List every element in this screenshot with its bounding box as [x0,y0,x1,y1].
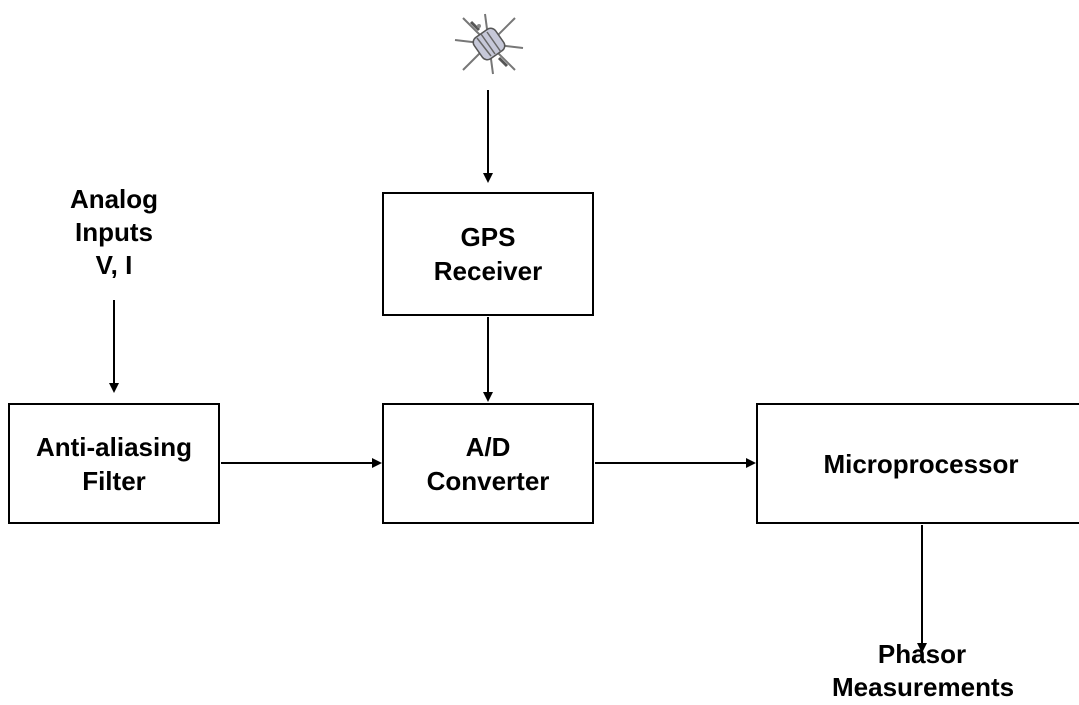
satellite-icon [454,13,524,75]
phasor-label-line-1: Phasor [877,639,967,669]
analog-label-line-2: Inputs [75,217,153,247]
microprocessor-block: Microprocessor [756,403,1079,524]
anti-aliasing-filter-block: Anti-aliasing Filter [8,403,220,524]
analog-label-line-1: Analog [69,184,159,214]
ad-converter-block: A/D Converter [382,403,594,524]
adc-block-line-2: Converter [426,465,550,496]
adc-block-line-1: A/D [465,431,511,462]
gps-block-line-2: Receiver [433,256,543,286]
micro-block-line-1: Microprocessor [823,448,1019,479]
gps-block-line-1: GPS [460,222,516,252]
phasor-label-line-2: Measurements [832,672,1015,702]
filter-block-line-1: Anti-aliasing [35,431,192,462]
gps-receiver-block: GPS Receiver [382,192,594,316]
analog-label-line-3: V, I [95,250,133,280]
filter-block-line-2: Filter [82,465,146,496]
phasor-measurements-label: Phasor Measurements [832,638,1015,704]
analog-inputs-label: Analog Inputs V, I [44,183,184,282]
